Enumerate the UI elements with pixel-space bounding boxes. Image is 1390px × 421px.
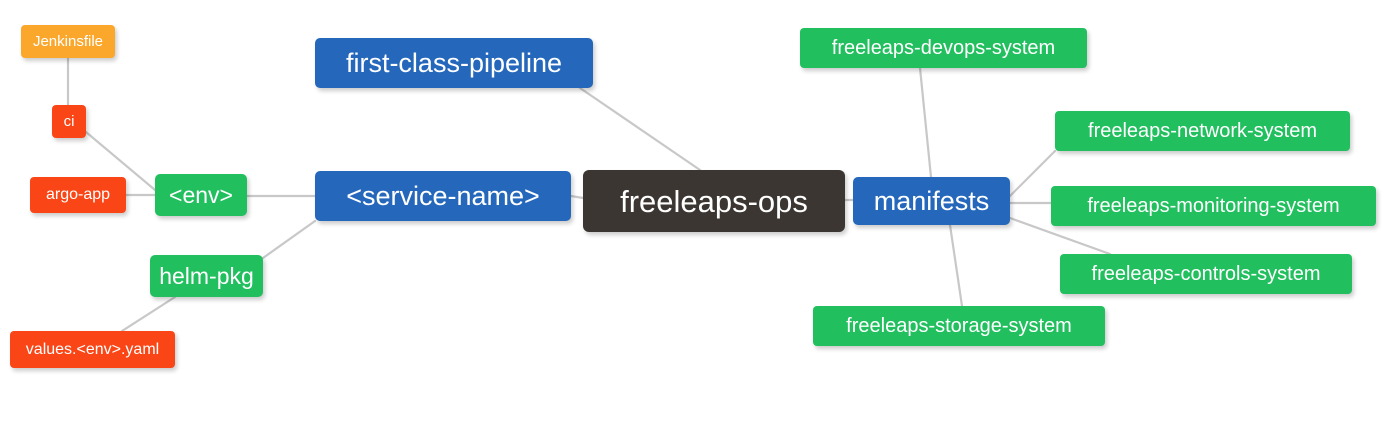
node-service-name[interactable]: <service-name>: [315, 171, 571, 221]
node-manifests[interactable]: manifests: [853, 177, 1010, 225]
node-first-class-pipeline[interactable]: first-class-pipeline: [315, 38, 593, 88]
node-values-yaml[interactable]: values.<env>.yaml: [10, 331, 175, 368]
node-label-freeleaps-storage-system: freeleaps-storage-system: [846, 315, 1072, 337]
node-label-values-yaml: values.<env>.yaml: [25, 340, 160, 358]
node-label-manifests: manifests: [873, 185, 990, 216]
node-label-jenkinsfile: Jenkinsfile: [32, 33, 104, 50]
node-label-first-class-pipeline: first-class-pipeline: [345, 47, 563, 78]
node-jenkinsfile[interactable]: Jenkinsfile: [21, 25, 115, 58]
node-label-env: <env>: [169, 181, 233, 208]
node-freeleaps-monitoring-system[interactable]: freeleaps-monitoring-system: [1051, 186, 1376, 226]
node-freeleaps-network-system[interactable]: freeleaps-network-system: [1055, 111, 1350, 151]
node-label-service-name: <service-name>: [346, 180, 540, 211]
node-helm-pkg[interactable]: helm-pkg: [150, 255, 263, 297]
node-label-freeleaps-controls-system: freeleaps-controls-system: [1091, 263, 1321, 285]
node-freeleaps-controls-system[interactable]: freeleaps-controls-system: [1060, 254, 1352, 294]
node-label-argo-app: argo-app: [45, 186, 111, 203]
node-label-ci: ci: [63, 113, 75, 130]
node-freeleaps-devops-system[interactable]: freeleaps-devops-system: [800, 28, 1087, 68]
node-env[interactable]: <env>: [155, 174, 247, 216]
node-label-freeleaps-network-system: freeleaps-network-system: [1088, 120, 1317, 142]
node-label-freeleaps-ops: freeleaps-ops: [620, 183, 808, 219]
node-label-helm-pkg: helm-pkg: [159, 262, 254, 289]
node-label-freeleaps-devops-system: freeleaps-devops-system: [831, 37, 1056, 59]
node-ci[interactable]: ci: [52, 105, 86, 138]
node-argo-app[interactable]: argo-app: [30, 177, 126, 213]
node-freeleaps-ops[interactable]: freeleaps-ops: [583, 170, 845, 232]
node-freeleaps-storage-system[interactable]: freeleaps-storage-system: [813, 306, 1105, 346]
node-label-freeleaps-monitoring-system: freeleaps-monitoring-system: [1087, 195, 1340, 217]
